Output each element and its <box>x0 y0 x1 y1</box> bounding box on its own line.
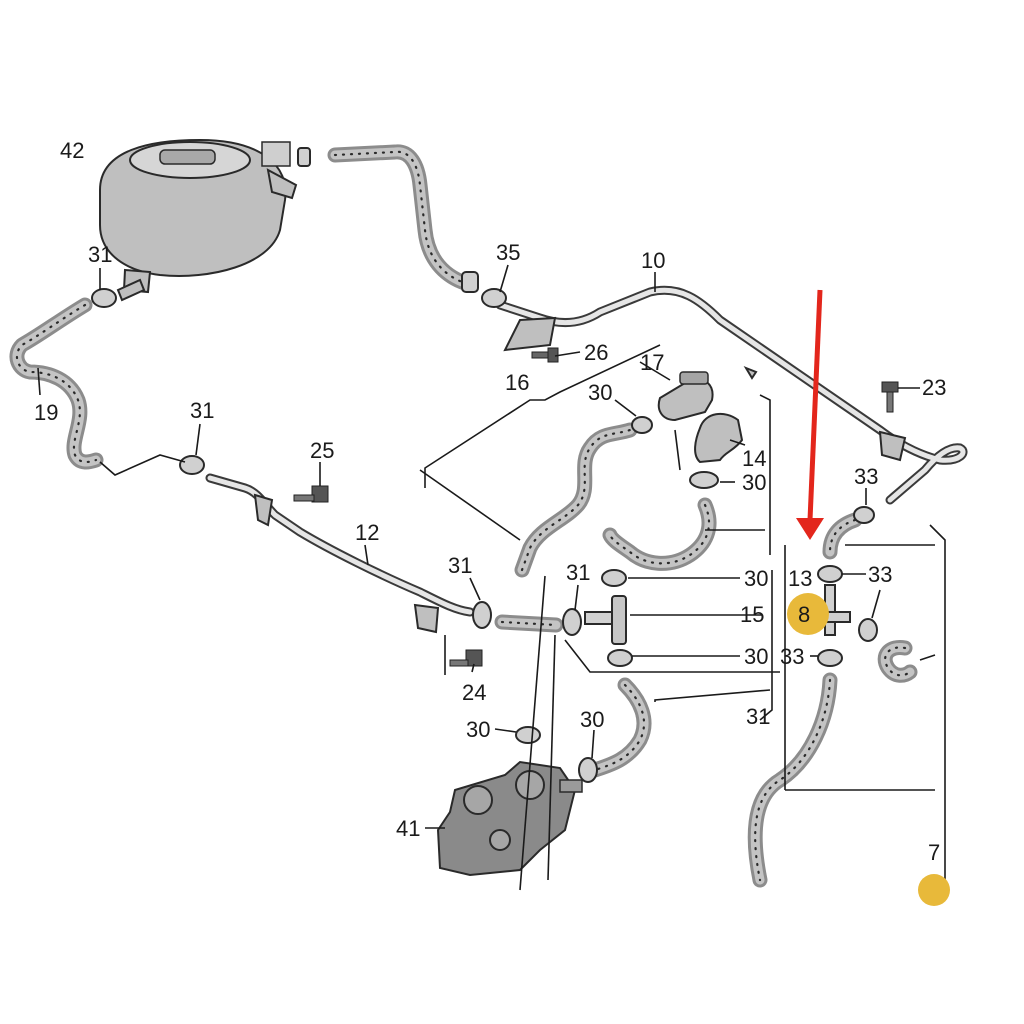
label-12: 12 <box>355 520 379 545</box>
label-31: 31 <box>190 398 214 423</box>
hose-clamp[interactable] <box>297 147 311 167</box>
hose-clamp[interactable] <box>607 649 633 667</box>
hose-clamp[interactable] <box>858 618 878 642</box>
hose-19[interactable] <box>9 297 104 470</box>
pipe-bracket <box>253 493 274 527</box>
label-33: 33 <box>868 562 892 587</box>
label-16: 16 <box>505 370 529 395</box>
label-26: 26 <box>584 340 608 365</box>
label-19: 19 <box>34 400 58 425</box>
pipe-bracket <box>413 603 440 634</box>
t-piece-15[interactable] <box>584 595 627 645</box>
bolt-23[interactable] <box>881 381 899 413</box>
hose-clamp[interactable] <box>817 565 843 583</box>
label-15: 15 <box>740 602 764 627</box>
label-30: 30 <box>744 566 768 591</box>
leader-lines <box>37 264 920 891</box>
hose-clamp[interactable] <box>689 471 719 489</box>
label-14: 14 <box>742 446 766 471</box>
hose-right-small[interactable] <box>877 640 918 683</box>
hose-42[interactable] <box>327 144 470 290</box>
expansion-tank[interactable] <box>99 138 298 294</box>
label-31: 31 <box>448 553 472 578</box>
pipe-bracket <box>503 316 557 352</box>
label-23: 23 <box>922 375 946 400</box>
label-13: 13 <box>788 566 812 591</box>
hose-clamp[interactable] <box>631 416 653 434</box>
highlight-marker-8 <box>787 593 829 635</box>
hose-center[interactable] <box>494 614 564 633</box>
hose-clamp[interactable] <box>578 757 598 783</box>
label-31: 31 <box>746 704 770 729</box>
hose-right-upper[interactable] <box>822 512 863 560</box>
label-30: 30 <box>744 644 768 669</box>
label-8: 8 <box>798 602 810 627</box>
hose-clamp[interactable] <box>472 601 492 629</box>
label-31: 31 <box>88 242 112 267</box>
label-35: 35 <box>496 240 520 265</box>
hose-right-long[interactable] <box>747 672 838 888</box>
label-30: 30 <box>466 717 490 742</box>
label-42: 42 <box>60 138 84 163</box>
hose-13[interactable] <box>602 497 717 571</box>
hose-clamp[interactable] <box>481 288 507 308</box>
coolant-pipe-10[interactable] <box>495 285 968 505</box>
bolt-24[interactable] <box>449 649 483 667</box>
hose-clamp[interactable] <box>461 271 479 293</box>
label-33: 33 <box>780 644 804 669</box>
hose-clamp[interactable] <box>179 455 205 475</box>
connector-17[interactable] <box>657 371 714 422</box>
label-31: 31 <box>566 560 590 585</box>
tank-outlet-pipe <box>116 278 146 302</box>
pipe-bracket <box>743 365 758 380</box>
hose-clamp[interactable] <box>853 506 875 524</box>
thermostat-housing-41[interactable] <box>436 760 583 877</box>
hose-clamp[interactable] <box>601 569 627 587</box>
red-arrow <box>796 289 824 540</box>
bolt-25[interactable] <box>293 485 329 503</box>
label-30: 30 <box>580 707 604 732</box>
hose-lower-31[interactable] <box>587 677 652 778</box>
label-17: 17 <box>640 350 664 375</box>
label-25: 25 <box>310 438 334 463</box>
hose-16[interactable] <box>514 422 638 578</box>
hose-clamp[interactable] <box>562 608 582 636</box>
coolant-pipe-12[interactable] <box>205 473 475 617</box>
label-30: 30 <box>742 470 766 495</box>
bolt-26[interactable] <box>531 347 559 363</box>
label-24: 24 <box>462 680 486 705</box>
label-7: 7 <box>928 840 940 865</box>
hose-clamp[interactable] <box>817 649 843 667</box>
highlight-marker-7 <box>918 874 950 906</box>
pipe-bracket <box>878 430 907 462</box>
hose-clamp[interactable] <box>91 288 117 308</box>
label-10: 10 <box>641 248 665 273</box>
label-33: 33 <box>854 464 878 489</box>
hose-clamp[interactable] <box>515 726 541 744</box>
label-30: 30 <box>588 380 612 405</box>
group-brackets <box>419 344 946 880</box>
label-41: 41 <box>396 816 420 841</box>
elbow-connector-14[interactable] <box>694 412 744 464</box>
